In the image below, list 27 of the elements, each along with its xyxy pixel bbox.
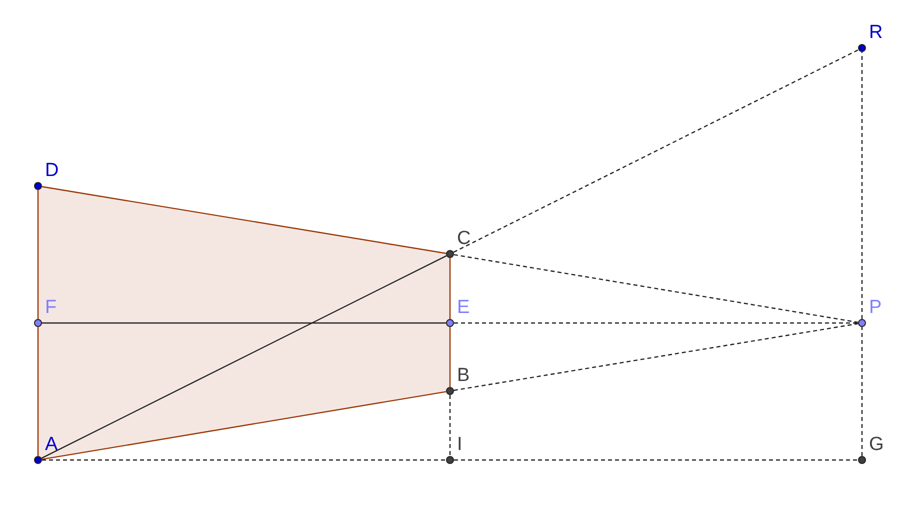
point-label: F — [45, 298, 57, 318]
dashed-line — [453, 49, 859, 253]
point-label: E — [457, 298, 470, 318]
line-segment — [42, 391, 446, 460]
point-label: G — [869, 435, 884, 455]
point-label: B — [457, 366, 470, 386]
dashed-line — [861, 52, 863, 319]
point-label: R — [869, 23, 883, 43]
point-label: P — [869, 298, 882, 318]
dashed-line — [42, 459, 446, 461]
line-segment — [42, 186, 446, 254]
line-segment — [449, 327, 451, 387]
point-label: I — [457, 435, 462, 455]
dashed-line — [454, 323, 858, 391]
point-label: D — [45, 161, 59, 181]
line-segment — [42, 322, 446, 324]
dashed-line — [454, 459, 858, 461]
dashed-line — [861, 327, 863, 456]
point-label: C — [457, 229, 471, 249]
line-segment — [449, 258, 451, 319]
line-segment — [37, 327, 39, 456]
dashed-line — [454, 322, 858, 324]
dashed-line — [454, 254, 858, 323]
line-segment — [37, 190, 39, 319]
dashed-line — [449, 395, 451, 456]
line-segment — [41, 255, 447, 459]
point-label: A — [45, 435, 58, 455]
